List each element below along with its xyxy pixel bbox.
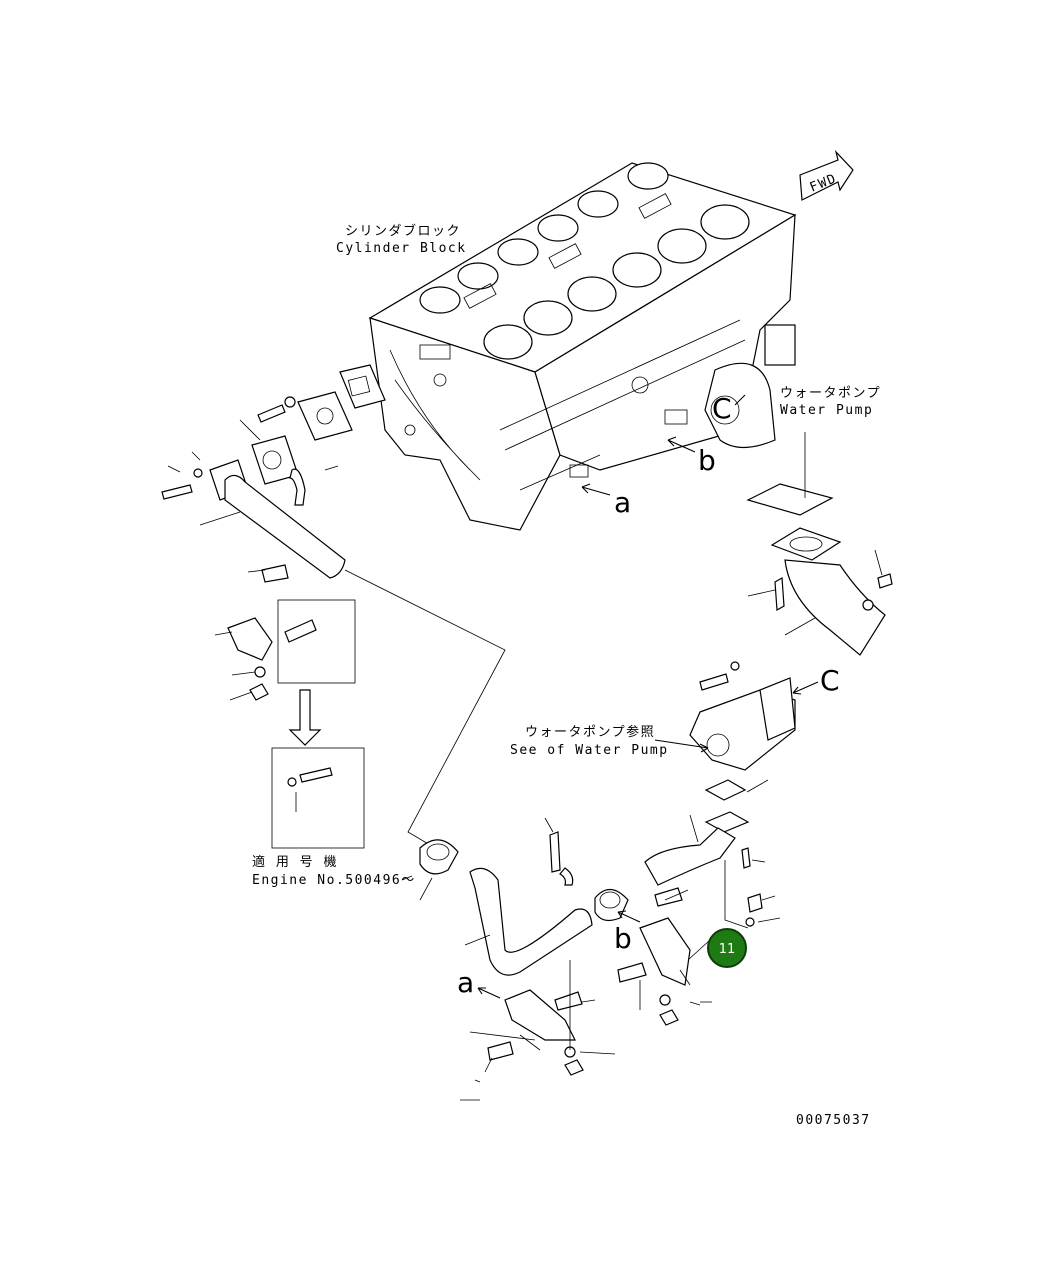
water-pump-label-en: Water Pump xyxy=(780,403,873,418)
ref-letter-c-right: C xyxy=(820,664,840,697)
water-pump-connector xyxy=(654,661,819,833)
left-pipe-assembly xyxy=(161,364,386,849)
water-pump-label-jp: ウォータポンプ xyxy=(780,386,881,401)
cylinder-block-label-jp: シリンダブロック xyxy=(345,223,461,239)
cylinder-block xyxy=(368,162,797,531)
ref-letter-a-lower: a xyxy=(457,966,474,999)
cylinder-bores xyxy=(419,162,750,360)
lower-pipe-assembly xyxy=(419,814,781,1101)
ref-letter-a-upper: a xyxy=(614,486,631,519)
engine-serial-label-jp: 適 用 号 機 xyxy=(252,854,338,870)
callout-11[interactable]: 11 xyxy=(707,928,747,968)
see-water-pump-label-en: See of Water Pump xyxy=(510,743,669,758)
drawing-number: 00075037 xyxy=(796,1113,871,1128)
forward-arrow-icon: FWD xyxy=(799,149,854,201)
callout-number: 11 xyxy=(719,942,736,957)
cylinder-block-label-en: Cylinder Block xyxy=(336,241,467,256)
engine-serial-label-en: Engine No.500496〜 xyxy=(252,873,416,888)
water-pump-on-block xyxy=(704,324,796,449)
ref-letter-c-upper: C xyxy=(712,392,732,425)
see-water-pump-label-jp: ウォータポンプ参照 xyxy=(525,724,655,740)
water-pump-inlet-elbow xyxy=(746,432,893,656)
ref-letter-b-lower: b xyxy=(614,922,632,955)
callout-marker[interactable] xyxy=(707,928,747,968)
ref-letter-b-upper: b xyxy=(698,444,716,477)
leader-line-left xyxy=(344,569,506,846)
